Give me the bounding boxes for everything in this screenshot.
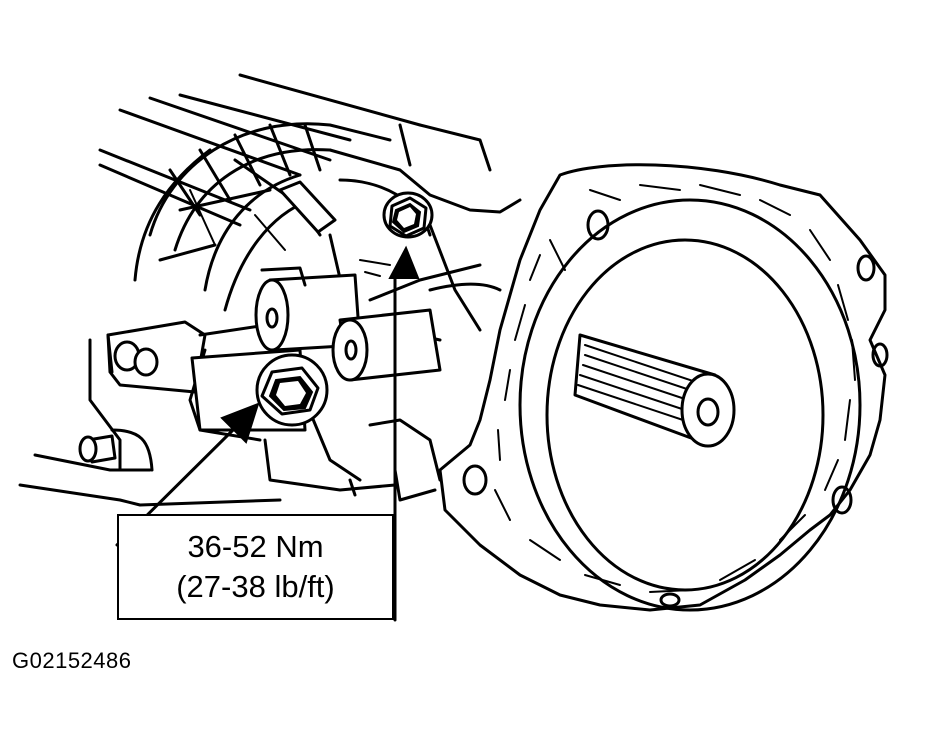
torque-metric-label: 36-52 Nm xyxy=(187,529,324,564)
cylindrical-bosses xyxy=(254,266,442,382)
output-flange xyxy=(438,163,889,612)
bell-housing xyxy=(133,122,392,312)
bolt-icon xyxy=(260,366,320,416)
splined-output-shaft xyxy=(573,333,736,448)
locating-pin xyxy=(78,428,154,472)
arrow-icon xyxy=(388,245,420,622)
figure-code: G02152486 xyxy=(12,648,132,673)
torque-callout-box: 36-52 Nm (27-38 lb/ft) xyxy=(117,514,394,620)
torque-imperial-label: (27-38 lb/ft) xyxy=(176,569,335,604)
left-bracket xyxy=(18,320,282,507)
bolt-icon xyxy=(382,191,434,239)
